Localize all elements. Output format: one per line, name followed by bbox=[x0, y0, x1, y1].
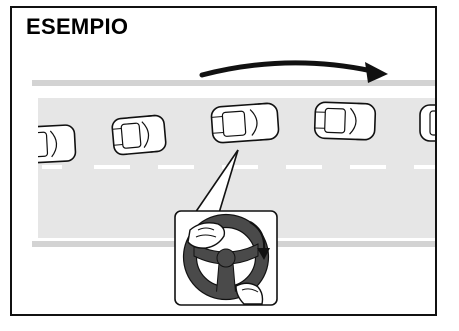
direction-arrow-icon bbox=[202, 62, 388, 83]
lane-dashes bbox=[42, 165, 437, 169]
road-scene bbox=[12, 8, 437, 316]
road-edge-line-top bbox=[32, 80, 437, 86]
car-icon bbox=[314, 102, 375, 140]
car-icon bbox=[420, 105, 437, 141]
car-icon bbox=[112, 115, 167, 155]
example-figure: ESEMPIO bbox=[10, 6, 437, 316]
car-icon bbox=[22, 125, 76, 164]
car-icon bbox=[211, 103, 279, 144]
steering-inset bbox=[175, 211, 277, 305]
